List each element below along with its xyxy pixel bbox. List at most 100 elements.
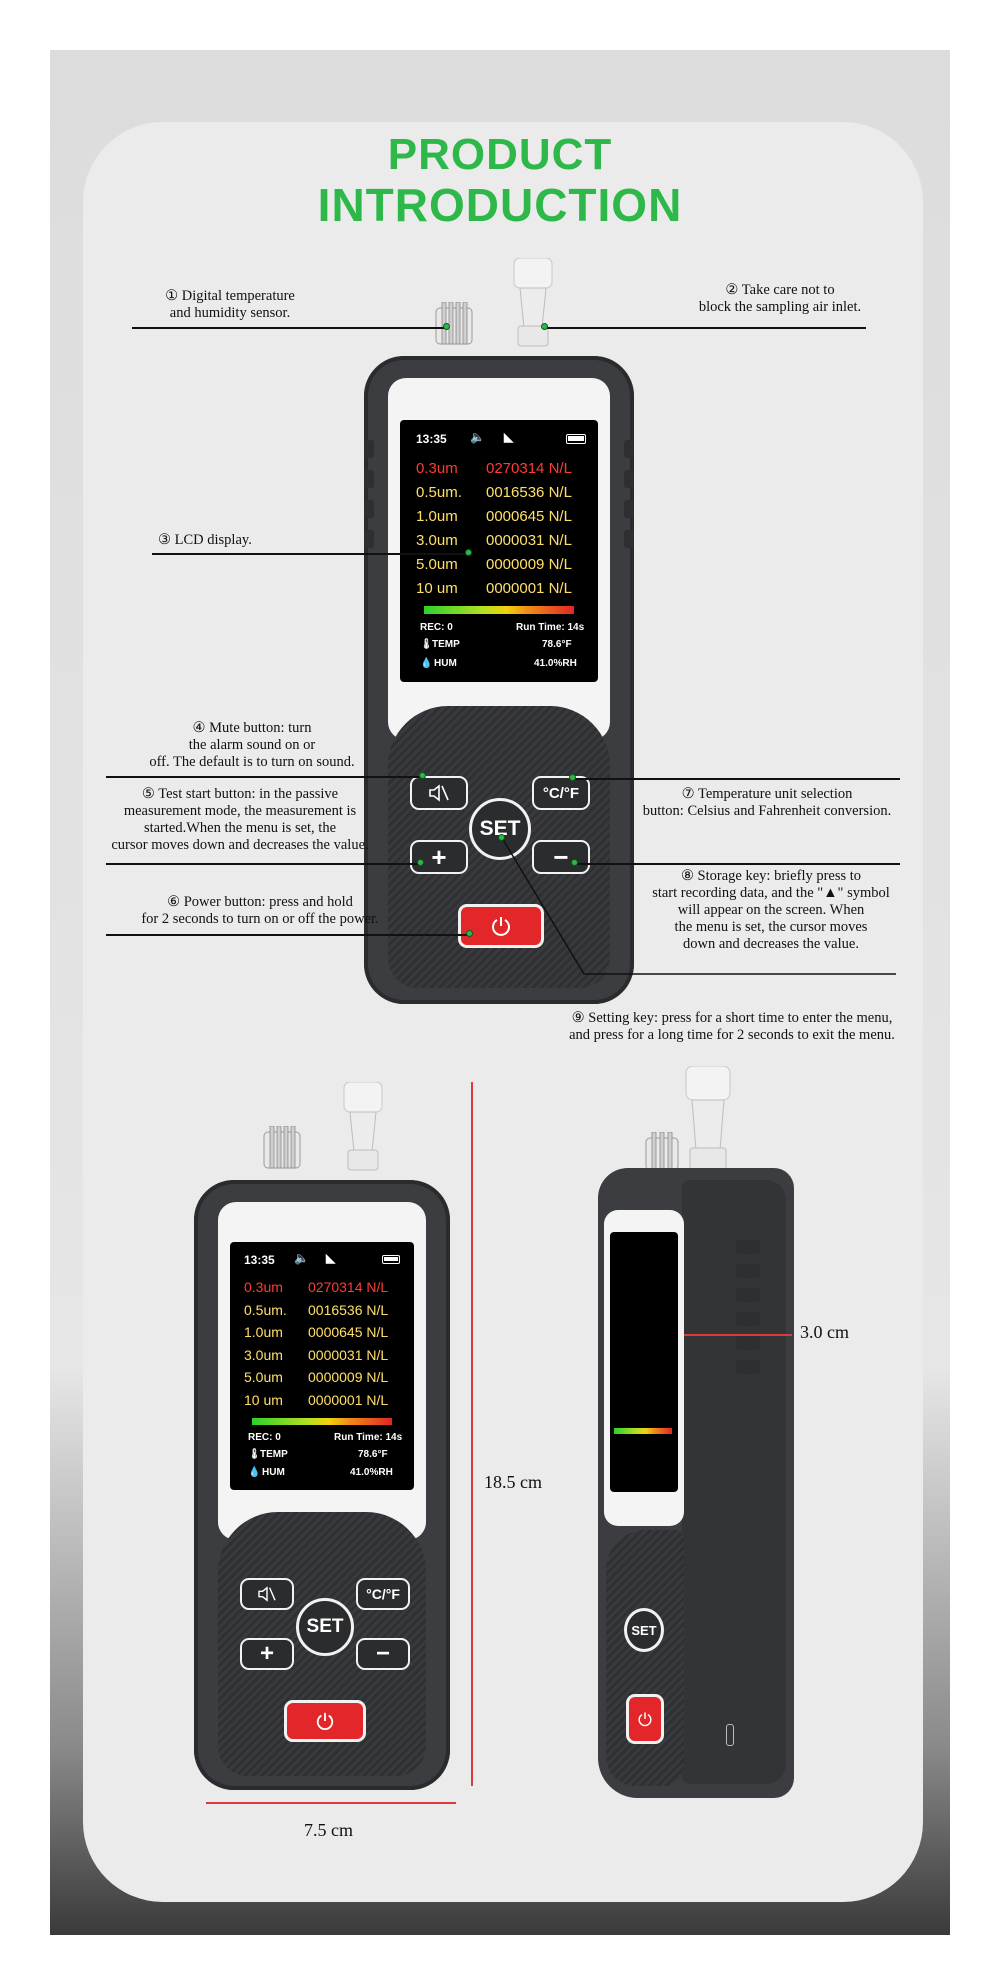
- width-dimension-line: [206, 1802, 456, 1804]
- particle-size-label: 0.5um.: [416, 484, 462, 501]
- minus-label: −: [553, 841, 569, 872]
- particle-count-value: 0000031 N/L: [486, 532, 572, 549]
- plus-button[interactable]: +: [410, 840, 468, 874]
- grip-rib: [736, 1336, 760, 1350]
- hum-label: HUM: [434, 658, 457, 669]
- callout-8-line: start recording data, and the "▲" symbol: [652, 885, 890, 901]
- hum-value: 41.0%RH: [534, 658, 577, 669]
- set-label: SET: [479, 817, 521, 840]
- grip-rib: [624, 530, 634, 548]
- callout-dot-9: [498, 834, 505, 841]
- battery-icon: [566, 434, 586, 444]
- temperature-sensor: [434, 301, 474, 346]
- level-bar: [614, 1428, 672, 1434]
- callout-1-line: and humidity sensor.: [169, 305, 291, 321]
- callout-line-2: [546, 327, 866, 329]
- record-icon: ◣: [504, 430, 514, 444]
- power-button[interactable]: [626, 1694, 664, 1744]
- grip-rib: [624, 470, 634, 488]
- particle-size-label: 3.0um: [244, 1346, 283, 1363]
- callout-6-line: for 2 seconds to turn on or off the powe…: [141, 911, 379, 927]
- particle-count-value: 0270314 N/L: [486, 460, 572, 477]
- set-button[interactable]: SET: [469, 798, 531, 860]
- temperature-sensor: [262, 1125, 302, 1170]
- particle-count-value: 0016536 N/L: [308, 1301, 389, 1318]
- power-button[interactable]: [458, 904, 544, 948]
- callout-line-9: [501, 837, 896, 975]
- callout-4: ④ Mute button: turn the alarm sound on o…: [100, 720, 404, 771]
- grip-rib: [736, 1312, 760, 1326]
- set-label: SET: [631, 1622, 657, 1638]
- level-bar: [252, 1418, 392, 1425]
- plus-label: +: [259, 1640, 274, 1667]
- particle-size-label: 1.0um: [416, 508, 458, 525]
- speaker-icon: 🔈: [294, 1251, 309, 1265]
- title-line-2: INTRODUCTION: [317, 179, 683, 231]
- minus-label: −: [375, 1640, 390, 1667]
- grip-rib: [364, 470, 374, 488]
- hum-label: HUM: [262, 1467, 285, 1478]
- air-inlet-nozzle: [510, 257, 556, 348]
- particle-size-label: 0.3um: [244, 1279, 283, 1295]
- particle-size-label: 0.3um: [416, 460, 458, 477]
- callout-dot-4: [419, 772, 426, 779]
- callout-5: ⑤ Test start button: in the passive meas…: [90, 786, 390, 854]
- air-inlet-nozzle: [680, 1065, 736, 1176]
- lcd-screen: [610, 1232, 678, 1492]
- top-cap: [0, 0, 170, 22]
- height-dimension-label: 18.5 cm: [484, 1472, 542, 1492]
- grip-rib: [736, 1264, 760, 1278]
- unit-label: °C/°F: [366, 1586, 400, 1602]
- callout-6-line: ⑥ Power button: press and hold: [167, 894, 353, 910]
- battery-icon: [382, 1255, 400, 1264]
- grip-rib: [364, 530, 374, 548]
- callout-line-6: [106, 934, 468, 936]
- callout-line-1: [132, 327, 448, 329]
- particle-count-value: 0270314 N/L: [308, 1279, 389, 1295]
- callout-7-line: button: Celsius and Fahrenheit conversio…: [642, 803, 892, 819]
- mute-button[interactable]: [240, 1578, 294, 1610]
- power-icon: [316, 1712, 334, 1730]
- callout-1-line: ① Digital temperature: [165, 288, 295, 304]
- particle-size-label: 10 um: [244, 1391, 283, 1408]
- set-button[interactable]: SET: [624, 1608, 664, 1652]
- callout-dot-8: [571, 859, 578, 866]
- callout-dot-5: [417, 859, 424, 866]
- callout-9-line: and press for a long time for 2 seconds …: [569, 1027, 895, 1043]
- callout-5-line: cursor moves down and decreases the valu…: [111, 837, 369, 853]
- callout-3: ③ LCD display.: [158, 532, 358, 549]
- side-panel: [682, 1180, 786, 1784]
- callout-dot-7: [569, 774, 576, 781]
- temperature-unit-button[interactable]: °C/°F: [532, 776, 590, 810]
- particle-count-value: 0000009 N/L: [486, 556, 572, 573]
- thermometer-icon: 🌡: [248, 1449, 261, 1460]
- power-button[interactable]: [284, 1700, 366, 1742]
- callout-4-line: ④ Mute button: turn: [192, 720, 312, 736]
- level-bar: [424, 606, 574, 614]
- set-button[interactable]: SET: [296, 1598, 354, 1656]
- callout-8: ⑧ Storage key: briefly press to start re…: [626, 868, 916, 953]
- set-label: SET: [306, 1616, 344, 1637]
- callout-line-5: [106, 863, 424, 865]
- grip-rib: [624, 440, 634, 458]
- mute-icon: [258, 1586, 276, 1602]
- callout-2-line: block the sampling air inlet.: [698, 299, 862, 315]
- run-time: Run Time: 14s: [516, 622, 585, 633]
- rec-count: REC: 0: [248, 1432, 281, 1443]
- title-line-1: PRODUCT: [387, 130, 613, 179]
- water-drop-icon: 💧: [248, 1467, 261, 1478]
- minus-button[interactable]: −: [356, 1638, 410, 1670]
- callout-line-7: [574, 778, 900, 780]
- temp-value: 78.6°F: [358, 1449, 388, 1460]
- particle-count-value: 0000001 N/L: [308, 1391, 389, 1408]
- temperature-unit-button[interactable]: °C/°F: [356, 1578, 410, 1610]
- mute-button[interactable]: [410, 776, 468, 810]
- rec-count: REC: 0: [420, 622, 453, 633]
- plus-button[interactable]: +: [240, 1638, 294, 1670]
- record-icon: ◣: [326, 1251, 336, 1265]
- temp-label: TEMP: [260, 1449, 288, 1460]
- callout-6: ⑥ Power button: press and hold for 2 sec…: [110, 894, 410, 928]
- minus-button[interactable]: −: [532, 840, 590, 874]
